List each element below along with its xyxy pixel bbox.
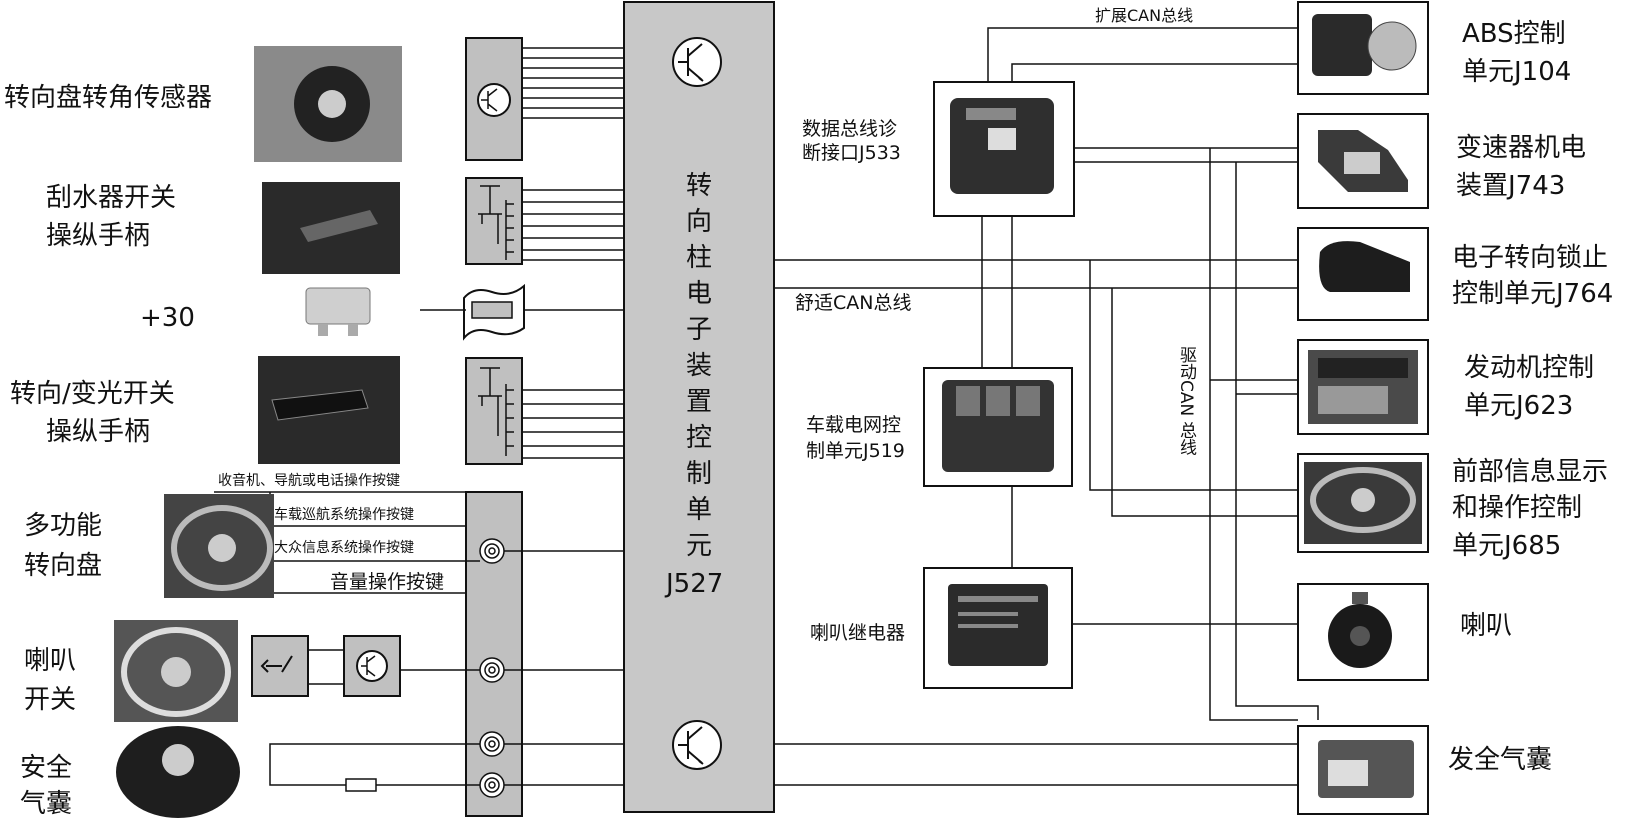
turn-stalk-picture xyxy=(258,356,400,464)
info-display-label: 前部信息显示 xyxy=(1452,457,1609,487)
central-char: 单 xyxy=(685,495,712,525)
central-char: 装 xyxy=(685,351,712,381)
horn-relay-picture xyxy=(948,584,1048,666)
mfw-button-label: 收音机、导航或电话操作按键 xyxy=(218,473,400,489)
transmission-label: 装置J743 xyxy=(1456,171,1566,201)
central-unit-code: J527 xyxy=(666,569,724,599)
central-char: 控 xyxy=(685,423,712,453)
airbag-wheel-picture xyxy=(116,726,240,818)
fuse-picture xyxy=(305,287,371,336)
central-char: 元 xyxy=(685,531,712,561)
mfw-button-label: 大众信息系统操作按键 xyxy=(274,540,414,556)
horn-switch-label: 开关 xyxy=(24,685,77,715)
airbag-left-label: 气囊 xyxy=(20,789,73,819)
steering-lock-label: 电子转向锁止 xyxy=(1452,243,1609,273)
abs-label: 单元J104 xyxy=(1462,57,1572,87)
abs-unit-picture xyxy=(1312,14,1417,76)
info-display-label: 单元J685 xyxy=(1452,531,1562,561)
resistor xyxy=(345,778,377,792)
mfw-button-label: 车载巡航系统操作按键 xyxy=(274,507,414,523)
central-unit-label: 转 向 柱 电 子 装 置 控 制 单 元 xyxy=(679,168,719,564)
turn-switch-label: 操纵手柄 xyxy=(46,417,151,447)
airbag-right-label: 发全气囊 xyxy=(1448,745,1553,775)
wiper-switch-label: 刮水器开关 xyxy=(46,183,177,213)
multifunction-wheel-label: 多功能 xyxy=(24,511,103,541)
abs-label: ABS控制 xyxy=(1462,19,1566,49)
airbag-module-picture xyxy=(1318,740,1414,798)
transistor-icon xyxy=(672,37,722,87)
engine-ecu-label: 单元J623 xyxy=(1464,391,1574,421)
central-char: 柱 xyxy=(685,243,712,273)
steering-angle-sensor-label: 转向盘转角传感器 xyxy=(4,83,213,113)
switch-block xyxy=(465,357,523,465)
horn-picture xyxy=(1328,592,1392,668)
engine-ecu-picture xyxy=(1308,350,1418,424)
steering-lock-label: 控制单元J764 xyxy=(1452,279,1614,309)
gateway-module-picture xyxy=(950,98,1054,194)
horn-label: 喇叭 xyxy=(1460,611,1513,641)
central-char: 子 xyxy=(685,315,712,345)
multifunction-wheel-label: 转向盘 xyxy=(24,551,103,581)
multifunction-wheel-picture xyxy=(164,494,274,598)
transistor-icon xyxy=(477,83,511,117)
horn-switch-picture xyxy=(114,620,238,722)
mfw-button-label: 音量操作按键 xyxy=(330,571,445,593)
turn-switch-label: 转向/变光开关 xyxy=(10,379,175,409)
central-unit-box xyxy=(623,1,775,813)
wiper-stalk-picture xyxy=(262,182,400,274)
gateway-label: 断接口J533 xyxy=(802,142,901,164)
horn-switch-label: 喇叭 xyxy=(24,646,77,676)
comfort-can-label: 舒适CAN总线 xyxy=(795,292,912,314)
info-display-label: 和操作控制 xyxy=(1452,493,1583,523)
transmission-unit-picture xyxy=(1318,130,1408,192)
onboard-supply-module-picture xyxy=(942,380,1054,472)
steering-angle-sensor-picture xyxy=(254,46,402,162)
gateway-label: 数据总线诊 xyxy=(802,118,898,140)
wiper-switch-label: 操纵手柄 xyxy=(46,221,151,251)
transistor-icon xyxy=(672,720,722,770)
switch-block xyxy=(465,177,523,265)
steering-lock-picture xyxy=(1319,241,1410,292)
drive-can-label: 驱动CAN 总线 xyxy=(1176,346,1196,456)
horn-relay-label: 喇叭继电器 xyxy=(810,622,906,644)
central-char: 置 xyxy=(685,387,712,417)
steering-wheel-picture xyxy=(1304,462,1422,544)
central-char: 向 xyxy=(685,207,712,237)
onboard-supply-label: 车载电网控 xyxy=(806,414,902,436)
transmission-label: 变速器机电 xyxy=(1456,133,1587,163)
onboard-supply-label: 制单元J519 xyxy=(806,440,905,462)
engine-ecu-label: 发动机控制 xyxy=(1464,353,1595,383)
central-char: 制 xyxy=(685,459,712,489)
central-char: 电 xyxy=(685,279,712,309)
extended-can-label: 扩展CAN总线 xyxy=(1095,6,1194,25)
central-char: 转 xyxy=(685,171,712,201)
plus30-label: +30 xyxy=(140,303,195,333)
airbag-left-label: 安全 xyxy=(20,753,73,783)
